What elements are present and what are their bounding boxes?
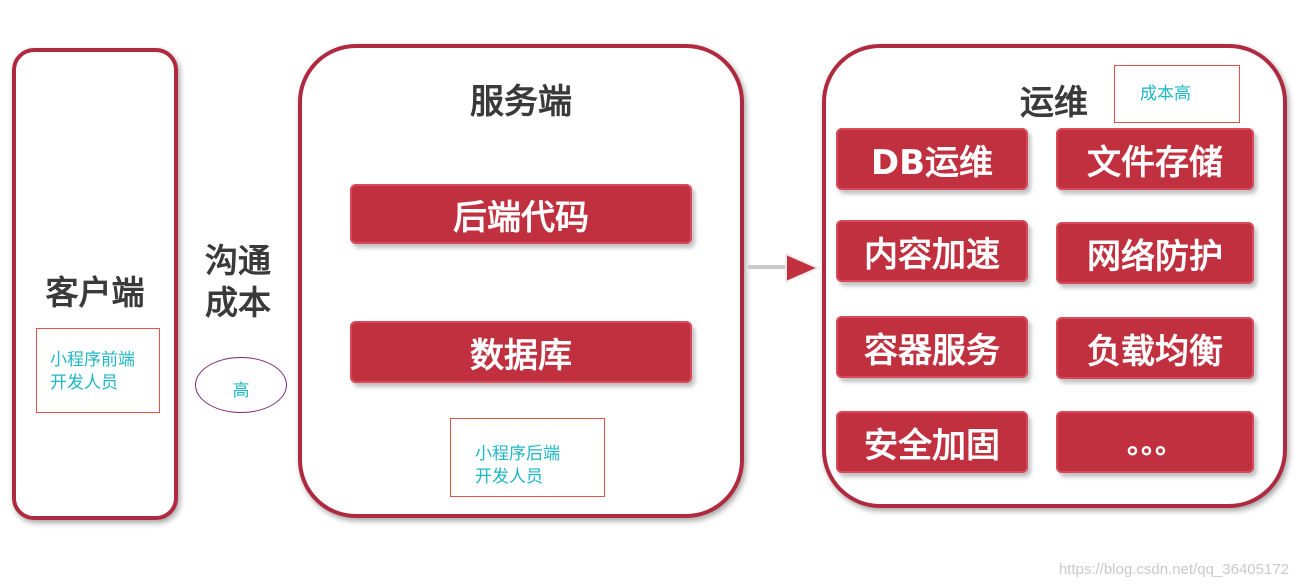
client-panel [12,48,178,520]
ops-title: 运维 [1020,83,1088,123]
client-note: 小程序前端 开发人员 [36,328,160,413]
cost-level-text: 高 [232,381,250,401]
communication-cost-label: 沟通 成本 [194,240,282,324]
ops-item-db-ops: DB运维 [836,128,1028,190]
communication-line-1: 沟通 [205,241,271,280]
client-title: 客户端 [45,273,145,312]
ops-item-content-acceleration: 内容加速 [836,220,1028,282]
cost-level-ellipse [195,357,287,413]
server-title: 服务端 [470,82,572,122]
server-note-line-1: 小程序后端 [475,444,560,464]
ops-item-security-hardening: 安全加固 [836,411,1028,473]
ops-item-container-service: 容器服务 [836,316,1028,378]
server-note-line-2: 开发人员 [475,467,543,487]
server-note: 小程序后端 开发人员 [450,418,605,497]
ops-item-more: 。。。 [1056,411,1254,473]
ops-item-file-storage: 文件存储 [1056,128,1254,190]
ops-item-load-balancing: 负载均衡 [1056,317,1254,379]
watermark-url: https://blog.csdn.net/qq_36405172 [1058,561,1289,578]
ops-item-network-protection: 网络防护 [1056,222,1254,284]
ops-cost-note: 成本高 [1114,65,1240,123]
database-block: 数据库 [350,321,692,383]
arrow-icon [748,252,820,284]
backend-code-block: 后端代码 [350,184,692,244]
communication-line-2: 成本 [205,283,271,322]
client-note-line-2: 开发人员 [50,373,118,393]
client-note-line-1: 小程序前端 [50,350,135,370]
